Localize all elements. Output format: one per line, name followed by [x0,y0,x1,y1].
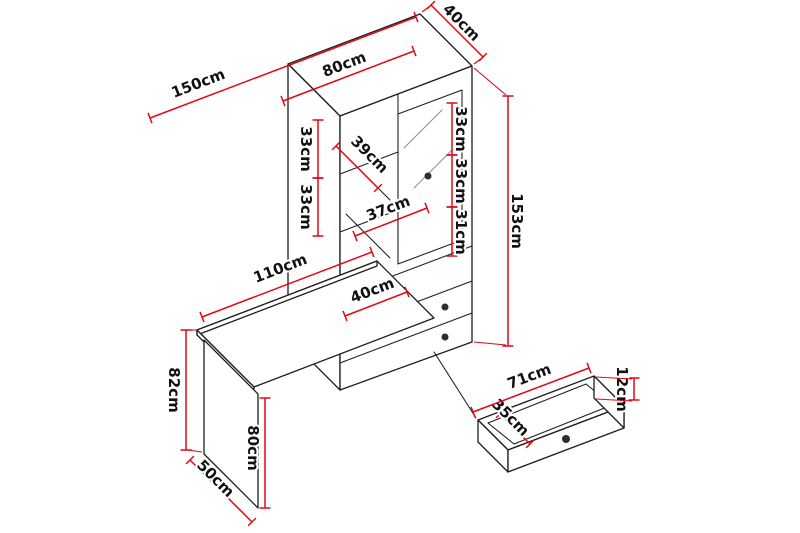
dim-tick-desk-depth-1 [185,455,195,465]
drawer-right-face [593,375,625,429]
dim-tick-top-hutch-width-2 [411,45,417,57]
dim-extension-line-1 [473,67,507,96]
dim-tick-shelf-depth-1 [352,230,358,242]
dim-label-shelf-gap-upper: 33cm [297,126,315,171]
dim-label-total-height: 153cm [508,193,526,249]
dim-label-top-total: 150cm [169,65,228,102]
dim-label-drawer-height: 12cm [613,366,631,411]
dim-extension-line-2 [473,341,507,346]
dim-tick-shelf-diagonal-1 [331,141,341,151]
dim-label-desk-height: 82cm [165,367,183,412]
cabinet-knob-2 [441,333,449,341]
dim-label-panel-height: 80cm [244,425,262,470]
dim-extension-line-6 [187,449,203,453]
dim-line-desk-depth [189,459,253,523]
dim-label-right-section-2: 33cm [452,158,470,203]
shelf-corner-diagonal-lower [345,213,391,259]
dim-tick-top-total-2 [413,11,419,23]
dim-extension-line-3 [421,5,431,13]
dim-tick-desk-length-2 [369,246,375,258]
drawer-knob [562,435,570,443]
door-glass-line-2 [413,149,453,189]
display-door-frame [397,89,463,265]
dim-label-top-depth: 40cm [439,0,484,45]
dim-tick-top-hutch-width-1 [280,95,286,107]
dim-line-drawer-depth [499,413,531,445]
door-glass-line-1 [403,109,443,149]
dim-line-drawer-width [472,367,590,413]
dim-tick-drawer-width-2 [586,362,592,374]
dim-tick-desk-length-1 [199,311,205,323]
dim-line-shelf-diagonal [335,145,379,189]
dim-line-top-hutch-width [282,50,415,102]
cabinet-drawer-divider-2 [339,312,473,364]
dim-label-right-section-1: 33cm [452,106,470,151]
dim-tick-drawer-width-1 [470,406,476,418]
dim-line-top-total [149,16,417,119]
furniture-outline [196,13,625,509]
drawer-pullout-guide-line [433,351,477,419]
door-knob [424,172,432,180]
dim-line-shelf-depth [354,207,428,237]
dim-line-cabinet-width [344,291,408,317]
dim-extension-line-8 [595,398,633,402]
dim-extension-line-4 [473,57,483,65]
dim-label-drawer-width: 71cm [505,360,554,393]
shelf-board-lower [339,209,399,233]
dim-label-right-section-3: 31cm [452,209,470,254]
shelf-board-upper [339,151,399,175]
dim-extension-line-7 [595,376,633,380]
dim-tick-cabinet-width-1 [342,310,348,322]
dim-tick-drawer-depth-2 [525,439,535,449]
dim-line-desk-length [201,251,373,318]
cabinet-knob-1 [441,303,449,311]
desk-support-panel [203,339,259,509]
dim-line-top-depth [430,4,484,58]
dim-tick-top-total-1 [147,112,153,124]
dim-tick-shelf-depth-2 [424,202,430,214]
dim-tick-desk-depth-2 [247,517,257,527]
dim-tick-cabinet-width-2 [404,286,410,298]
dim-tick-shelf-diagonal-2 [373,183,383,193]
dim-tick-drawer-depth-1 [495,409,505,419]
dim-label-shelf-gap-lower: 33cm [297,184,315,229]
